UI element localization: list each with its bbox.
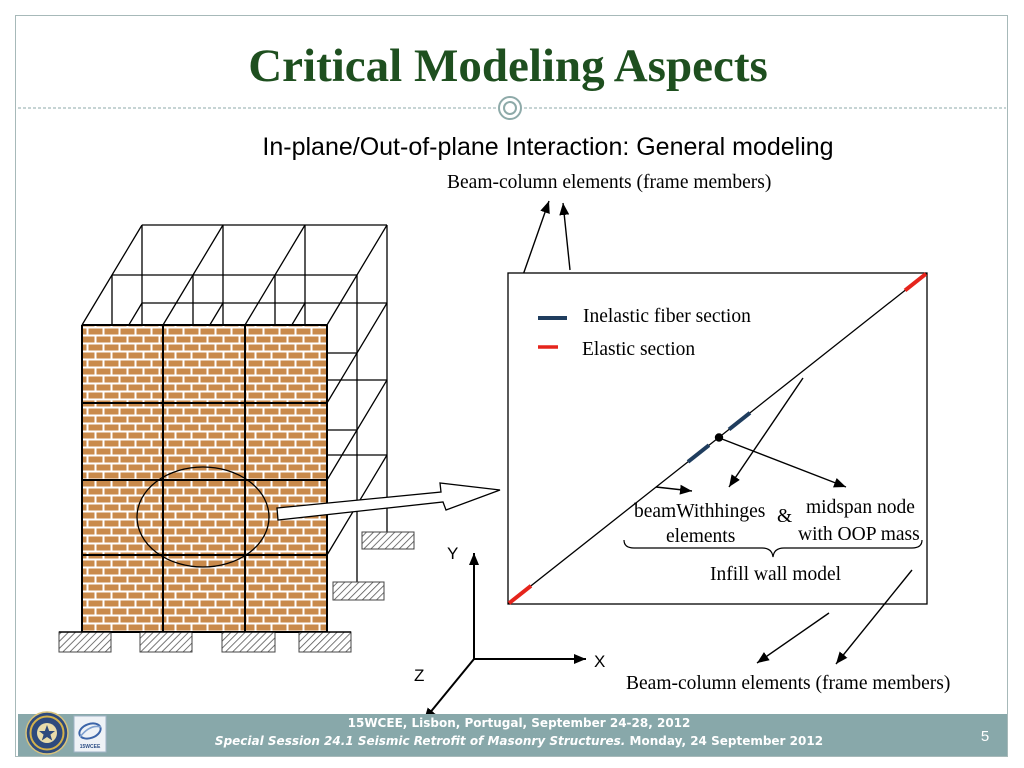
conference-logo-icon: 15WCEE	[73, 715, 107, 753]
support	[298, 631, 352, 653]
frame-depth-beam	[244, 224, 306, 326]
footer-bar	[18, 714, 1007, 756]
slide-border	[15, 15, 1008, 757]
callout-arrow	[559, 202, 571, 271]
ring-ornament-icon	[498, 96, 522, 120]
callout-arrow	[756, 612, 830, 664]
inelastic-segment	[727, 411, 752, 431]
frame-depth-beam	[326, 224, 388, 326]
infill-model-panel: Inelastic fiber section Elastic section …	[507, 272, 928, 605]
footer-conference-line: 15WCEE, Lisbon, Portugal, September 24-2…	[348, 716, 691, 730]
support	[221, 631, 276, 653]
node-label-line2: with OOP mass	[798, 524, 920, 545]
brick-infill-wall	[82, 325, 327, 632]
zoom-arrow	[276, 482, 501, 521]
support	[58, 631, 112, 653]
curly-brace	[623, 539, 923, 558]
footer-session-date: Monday, 24 September 2012	[630, 734, 824, 748]
ampersand: &	[777, 506, 792, 527]
footer: 15WCEE 15WCEE, Lisbon, Portugal, Septemb…	[18, 711, 1007, 756]
node-label-line1: midspan node	[806, 497, 915, 518]
element-label-line2: elements	[666, 526, 735, 547]
conference-logo-text: 15WCEE	[80, 744, 101, 750]
legend-label-inelastic: Inelastic fiber section	[583, 306, 751, 327]
callout-arrow	[728, 377, 804, 488]
top-beam-column-label: Beam-column elements (frame members)	[447, 172, 771, 193]
y-axis-label: Y	[447, 544, 458, 563]
elastic-segment	[903, 272, 928, 292]
legend-label-elastic: Elastic section	[582, 339, 695, 360]
elastic-segment	[507, 584, 533, 605]
support	[139, 631, 193, 653]
ground-supports	[58, 531, 415, 653]
coordinate-axes: Y X Z	[414, 544, 605, 721]
frame-depth-beam	[326, 302, 388, 404]
slide-subtitle: In-plane/Out-of-plane Interaction: Gener…	[262, 133, 833, 161]
callout-arrow	[835, 569, 913, 665]
footer-session-title: Special Session 24.1 Seismic Retrofit of…	[215, 734, 625, 748]
footer-session-line: Special Session 24.1 Seismic Retrofit of…	[215, 734, 823, 748]
x-axis-label: X	[594, 652, 605, 671]
slide-title: Critical Modeling Aspects	[248, 40, 768, 92]
element-label-line1: beamWithhinges	[634, 501, 765, 522]
midspan-node	[714, 433, 724, 442]
page-number: 5	[981, 728, 989, 745]
bottom-beam-column-label: Beam-column elements (frame members)	[626, 673, 950, 694]
frame-depth-beam	[81, 224, 143, 326]
support	[361, 531, 415, 550]
frame-depth-beam	[326, 379, 388, 481]
z-axis	[423, 658, 475, 721]
z-axis-label: Z	[414, 666, 424, 685]
support	[332, 581, 385, 601]
callout-arrow	[655, 484, 693, 495]
callout-arrow	[721, 438, 847, 488]
university-seal-icon	[25, 711, 69, 755]
frame-depth-beam	[162, 224, 224, 326]
title-rule	[18, 96, 1006, 120]
infill-wall-model-label: Infill wall model	[710, 564, 842, 585]
highlight-ellipse	[136, 466, 270, 568]
inelastic-segment	[686, 443, 711, 464]
